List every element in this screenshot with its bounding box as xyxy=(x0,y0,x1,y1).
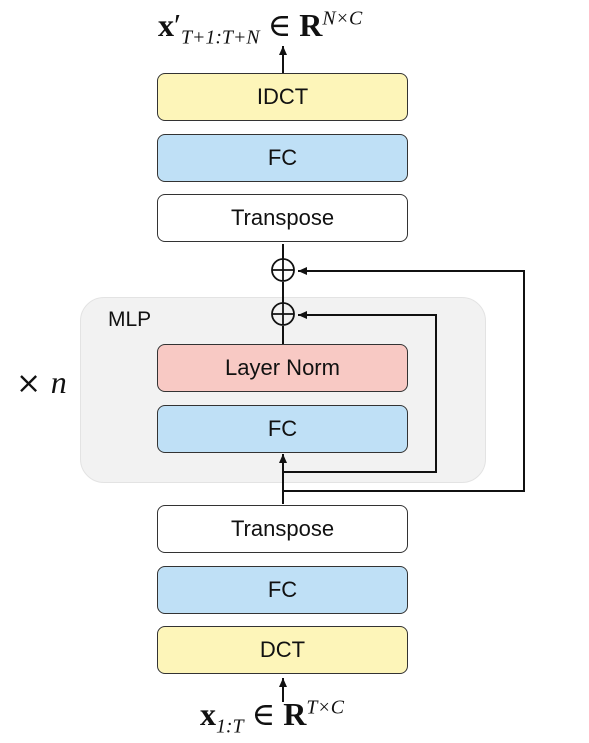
transpose-block-bottom: Transpose xyxy=(157,505,408,553)
outer-residual-line xyxy=(283,267,525,492)
output-equation: x′T+1:T+N ∈ RN×C xyxy=(158,7,363,49)
mlp-label: MLP xyxy=(108,308,152,331)
repeat-marker: × n xyxy=(16,364,67,401)
fc-block-mlp: FC xyxy=(157,405,408,453)
dct-block: DCT xyxy=(157,626,408,674)
fc-block-top: FC xyxy=(157,134,408,182)
fc-block-bottom: FC xyxy=(157,566,408,614)
residual-adder-inner xyxy=(271,302,295,326)
transpose-block-top: Transpose xyxy=(157,194,408,242)
inner-residual-line xyxy=(283,311,437,473)
residual-adder-outer xyxy=(271,258,295,282)
layer-norm-block: Layer Norm xyxy=(157,344,408,392)
input-equation: x1:T ∈ RT×C xyxy=(200,696,344,738)
idct-block: IDCT xyxy=(157,73,408,121)
